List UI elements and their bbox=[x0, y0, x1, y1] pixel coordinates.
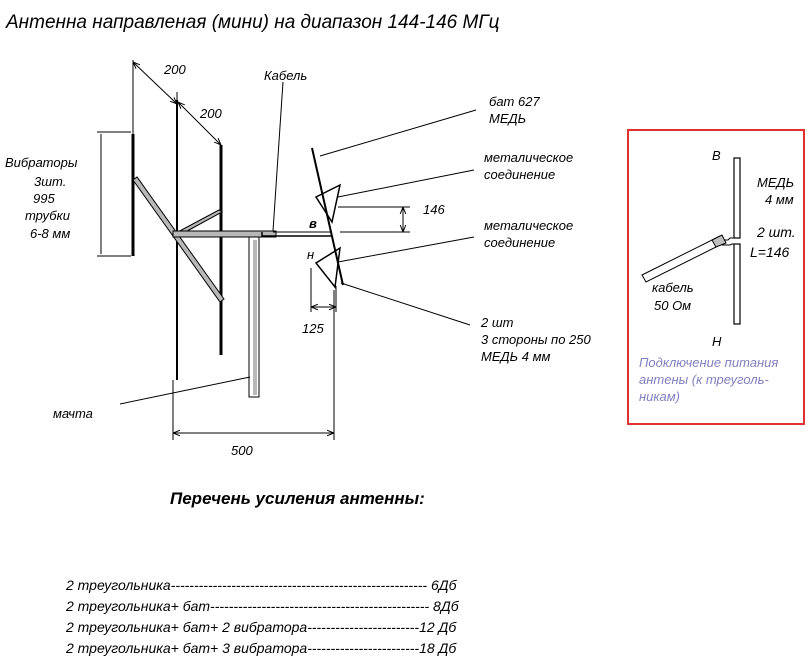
page-title: Антенна направленая (мини) на диапазон 1… bbox=[5, 12, 500, 33]
inset-count: 2 шт. bbox=[756, 224, 796, 240]
triangle-bottom bbox=[314, 246, 341, 289]
dimension-spacing-2: 200 bbox=[199, 106, 222, 121]
metal-joint-label-2: металическое соединение bbox=[484, 218, 573, 250]
svg-text:трубки: трубки bbox=[25, 208, 70, 223]
svg-text:3шт.: 3шт. bbox=[34, 174, 66, 189]
top-marker: в bbox=[309, 216, 317, 231]
cable-line bbox=[261, 232, 332, 237]
svg-text:2 шт: 2 шт bbox=[480, 315, 514, 330]
inset-top-marker: В bbox=[712, 148, 721, 163]
dimension-triangle-offset: 125 bbox=[302, 321, 324, 336]
svg-text:МЕДЬ 4 мм: МЕДЬ 4 мм bbox=[481, 349, 550, 364]
bottom-marker: н bbox=[307, 247, 314, 262]
svg-text:соединение: соединение bbox=[484, 167, 555, 182]
inset-note-1: Подключение питания bbox=[639, 355, 778, 370]
svg-text:соединение: соединение bbox=[484, 235, 555, 250]
inset-frame bbox=[627, 129, 805, 425]
inset-lower-element bbox=[733, 243, 741, 325]
svg-text:металическое: металическое bbox=[484, 218, 573, 233]
inset-note-3: никам) bbox=[639, 389, 680, 404]
gain-row: 2 треугольника+ бат+ 3 вибратора--------… bbox=[65, 640, 457, 656]
inset-copper-2: 4 мм bbox=[765, 192, 794, 207]
dimension-boom-length: 500 bbox=[231, 443, 253, 458]
dimension-triangle-gap: 146 bbox=[423, 202, 445, 217]
lower-brace bbox=[132, 176, 225, 303]
dimension-spacing-1: 200 bbox=[163, 62, 186, 77]
svg-text:металическое: металическое bbox=[484, 150, 573, 165]
mast-label: мачта bbox=[53, 406, 93, 421]
gain-heading: Перечень усиления антенны: bbox=[170, 489, 425, 508]
boom bbox=[172, 230, 277, 238]
gain-row: 2 треугольника--------------------------… bbox=[65, 577, 458, 593]
gain-row: 2 треугольника+ бат+ 2 вибратора--------… bbox=[65, 619, 457, 635]
metal-joint-label-1: металическое соединение bbox=[484, 150, 573, 182]
svg-text:995: 995 bbox=[33, 191, 55, 206]
inset-cable-label: кабель bbox=[652, 280, 694, 295]
inset-note-2: антены (к треуголь- bbox=[639, 372, 769, 387]
feed-inset: В Н МЕДЬ 4 мм 2 шт. L=146 кабель 50 Ом П… bbox=[627, 129, 805, 425]
inset-upper-element bbox=[733, 157, 741, 239]
vibrators-label: Вибраторы 3шт. 995 трубки 6-8 мм bbox=[5, 155, 78, 241]
inset-cable-impedance: 50 Ом bbox=[654, 298, 691, 313]
svg-text:МЕДЬ: МЕДЬ bbox=[489, 111, 526, 126]
triangles-label: 2 шт 3 стороны по 250 МЕДЬ 4 мм bbox=[480, 315, 592, 364]
svg-text:6-8 мм: 6-8 мм bbox=[30, 226, 70, 241]
inset-cable bbox=[641, 235, 725, 283]
svg-text:Вибраторы: Вибраторы bbox=[5, 155, 78, 170]
inset-length: L=146 bbox=[750, 244, 790, 260]
triangle-top bbox=[314, 183, 342, 224]
inset-bottom-marker: Н bbox=[712, 334, 722, 349]
svg-text:бат 627: бат 627 bbox=[489, 94, 540, 109]
cable-label: Кабель bbox=[264, 68, 307, 83]
antenna-drawing bbox=[97, 60, 477, 440]
gain-row: 2 треугольника+ бат---------------------… bbox=[65, 598, 460, 614]
gain-list: 2 треугольника--------------------------… bbox=[65, 577, 460, 656]
bat-label: бат 627 МЕДЬ bbox=[489, 94, 540, 126]
inset-copper-1: МЕДЬ bbox=[757, 175, 794, 190]
svg-text:3 стороны по 250: 3 стороны по 250 bbox=[481, 332, 592, 347]
